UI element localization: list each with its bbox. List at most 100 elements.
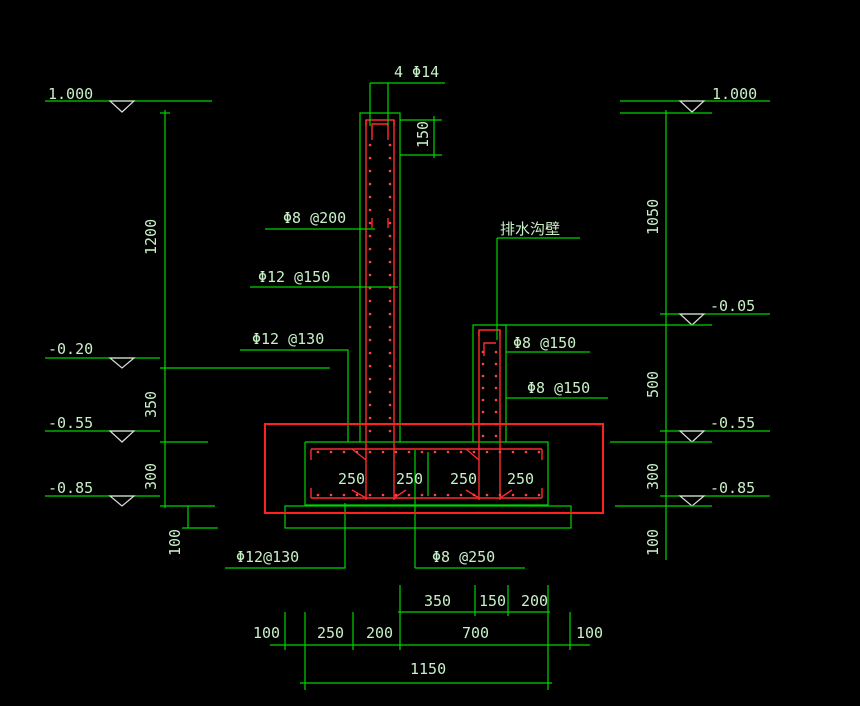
rebar-dot — [388, 325, 392, 329]
concrete-outline — [284, 112, 572, 529]
rebar-dot — [368, 182, 372, 186]
dim-left-1200: 1200 — [142, 219, 160, 255]
rebar-dot — [388, 208, 392, 212]
bottom-dim-350: 350 — [424, 592, 451, 610]
rebar-dot — [368, 338, 372, 342]
rebar-dot — [388, 169, 392, 173]
base-label-3: 250 — [450, 470, 477, 488]
bottom-dim-700: 700 — [462, 624, 489, 642]
rebar-dot — [537, 450, 541, 454]
rebar-dot — [388, 234, 392, 238]
rebar-dot — [368, 390, 372, 394]
label-trench-wall-b: Φ8 @150 — [527, 379, 590, 397]
rebar-dot — [524, 450, 528, 454]
label-top-bars: 4 Φ14 — [394, 63, 439, 81]
highlight-box — [264, 423, 604, 514]
label-cap-150: 150 — [414, 121, 432, 148]
rebar-dot — [394, 493, 398, 497]
rebar-dot — [420, 493, 424, 497]
rebar-dot — [342, 493, 346, 497]
rebar-dot — [459, 450, 463, 454]
bottom-dim-150: 150 — [479, 592, 506, 610]
rebar-dot — [368, 325, 372, 329]
rebar-dot — [433, 493, 437, 497]
base-label-4: 250 — [507, 470, 534, 488]
rebar-dot — [394, 450, 398, 454]
rebar-dot — [388, 273, 392, 277]
dim-right-100: 100 — [644, 529, 662, 556]
rebar-dot — [381, 493, 385, 497]
bottom-dim-200-b: 200 — [366, 624, 393, 642]
rebar-dot — [433, 450, 437, 454]
rebar-dot — [494, 386, 498, 390]
rebar-dot — [494, 350, 498, 354]
rebar-dots — [316, 143, 541, 497]
bottom-dim-100-left: 100 — [253, 624, 280, 642]
right-dimension-chain — [500, 110, 712, 560]
dim-left-100: 100 — [166, 529, 184, 556]
bottom-dim-250: 250 — [317, 624, 344, 642]
right-level-markers — [620, 100, 770, 507]
dim-right-1050: 1050 — [644, 199, 662, 235]
rebar-dot — [368, 312, 372, 316]
rebar-dot — [368, 364, 372, 368]
rebar-base-slab — [310, 448, 543, 499]
rebar-dot — [388, 156, 392, 160]
rebar-dot — [388, 416, 392, 420]
rebar-dot — [481, 434, 485, 438]
rebar-dot — [329, 450, 333, 454]
dim-right-500: 500 — [644, 371, 662, 398]
level-minus-005: -0.05 — [710, 297, 755, 315]
label-vert-wall-b: Φ12 @130 — [252, 330, 324, 348]
level-minus-055-left: -0.55 — [48, 414, 93, 432]
dim-left-350: 350 — [142, 391, 160, 418]
level-minus-020: -0.20 — [48, 340, 93, 358]
rebar-dot — [381, 450, 385, 454]
rebar-dot — [481, 350, 485, 354]
label-trench-wall-a: Φ8 @150 — [513, 334, 576, 352]
left-dimension-chain — [160, 110, 330, 529]
rebar-dot — [368, 208, 372, 212]
rebar-dot — [342, 450, 346, 454]
rebar-dot — [498, 493, 502, 497]
rebar-dot — [524, 493, 528, 497]
level-minus-085-right: -0.85 — [710, 479, 755, 497]
base-label-1: 250 — [338, 470, 365, 488]
rebar-dot — [368, 403, 372, 407]
rebar-dot — [388, 260, 392, 264]
rebar-dot — [388, 338, 392, 342]
level-minus-055-right: -0.55 — [710, 414, 755, 432]
rebar-dot — [498, 450, 502, 454]
rebar-dot — [388, 299, 392, 303]
rebar-dot — [368, 195, 372, 199]
bottom-dim-200-a: 200 — [521, 592, 548, 610]
rebar-dot — [368, 429, 372, 433]
rebar-dot — [537, 493, 541, 497]
rebar-dot — [368, 143, 372, 147]
rebar-dot — [407, 450, 411, 454]
dim-left-300: 300 — [142, 463, 160, 490]
rebar-dot — [388, 221, 392, 225]
bottom-dim-100-right: 100 — [576, 624, 603, 642]
rebar-dot — [494, 374, 498, 378]
label-vert-wall-a: Φ12 @150 — [258, 268, 330, 286]
label-trench-wall-name: 排水沟壁 — [500, 220, 560, 238]
rebar-dot — [388, 312, 392, 316]
level-top-left: 1.000 — [48, 85, 93, 103]
rebar-dot — [420, 450, 424, 454]
bottom-dim-total: 1150 — [410, 660, 446, 678]
rebar-dot — [388, 403, 392, 407]
label-base-dist: Φ8 @250 — [432, 548, 495, 566]
rebar-dot — [388, 247, 392, 251]
label-base-main: Φ12@130 — [236, 548, 299, 566]
level-minus-085-left: -0.85 — [48, 479, 93, 497]
rebar-dot — [388, 390, 392, 394]
rebar-dot — [316, 450, 320, 454]
rebar-dot — [368, 247, 372, 251]
label-stirrup-wall: Φ8 @200 — [283, 209, 346, 227]
rebar-dot — [388, 364, 392, 368]
base-label-2: 250 — [396, 470, 423, 488]
rebar-dot — [388, 143, 392, 147]
rebar-dot — [511, 450, 515, 454]
